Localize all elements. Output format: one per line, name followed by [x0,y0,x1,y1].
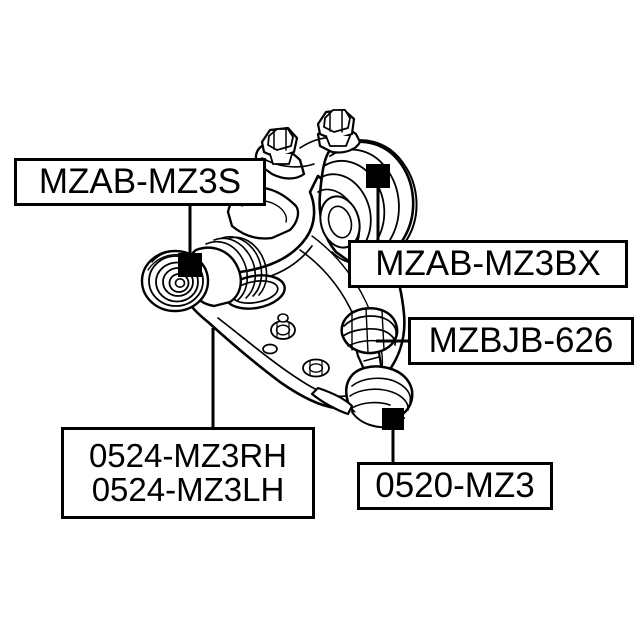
top-bolt-right [316,108,356,147]
marker-mzab-mz3s [178,253,202,277]
arm-boss-detail-1 [270,313,296,340]
label-0520-mz3-text: 0520-MZ3 [375,465,535,505]
arm-small-hole [262,343,278,355]
label-mzbjb-626-text: MZBJB-626 [428,320,614,360]
label-mzab-mz3bx-text: MZAB-MZ3BX [375,243,601,283]
label-0520-mz3[interactable]: 0520-MZ3 [357,462,553,510]
label-mzab-mz3s[interactable]: MZAB-MZ3S [14,158,266,206]
label-0524-mz3lh-text: 0524-MZ3LH [91,471,285,508]
arm-boss-detail-2 [302,358,330,378]
label-0524-mz3rh-text: 0524-MZ3RH [88,436,288,474]
marker-mzab-mz3bx [366,164,390,188]
top-bolt-left [260,126,299,165]
label-mzab-mz3s-text: MZAB-MZ3S [38,161,242,201]
label-0524-mz3-rh-lh[interactable]: 0524-MZ3RH 0524-MZ3LH [61,427,315,519]
label-mzbjb-626[interactable]: MZBJB-626 [408,317,634,365]
marker-0520-mz3 [382,408,404,430]
label-mzab-mz3bx[interactable]: MZAB-MZ3BX [348,240,628,288]
arm-lower-stub [310,386,354,416]
